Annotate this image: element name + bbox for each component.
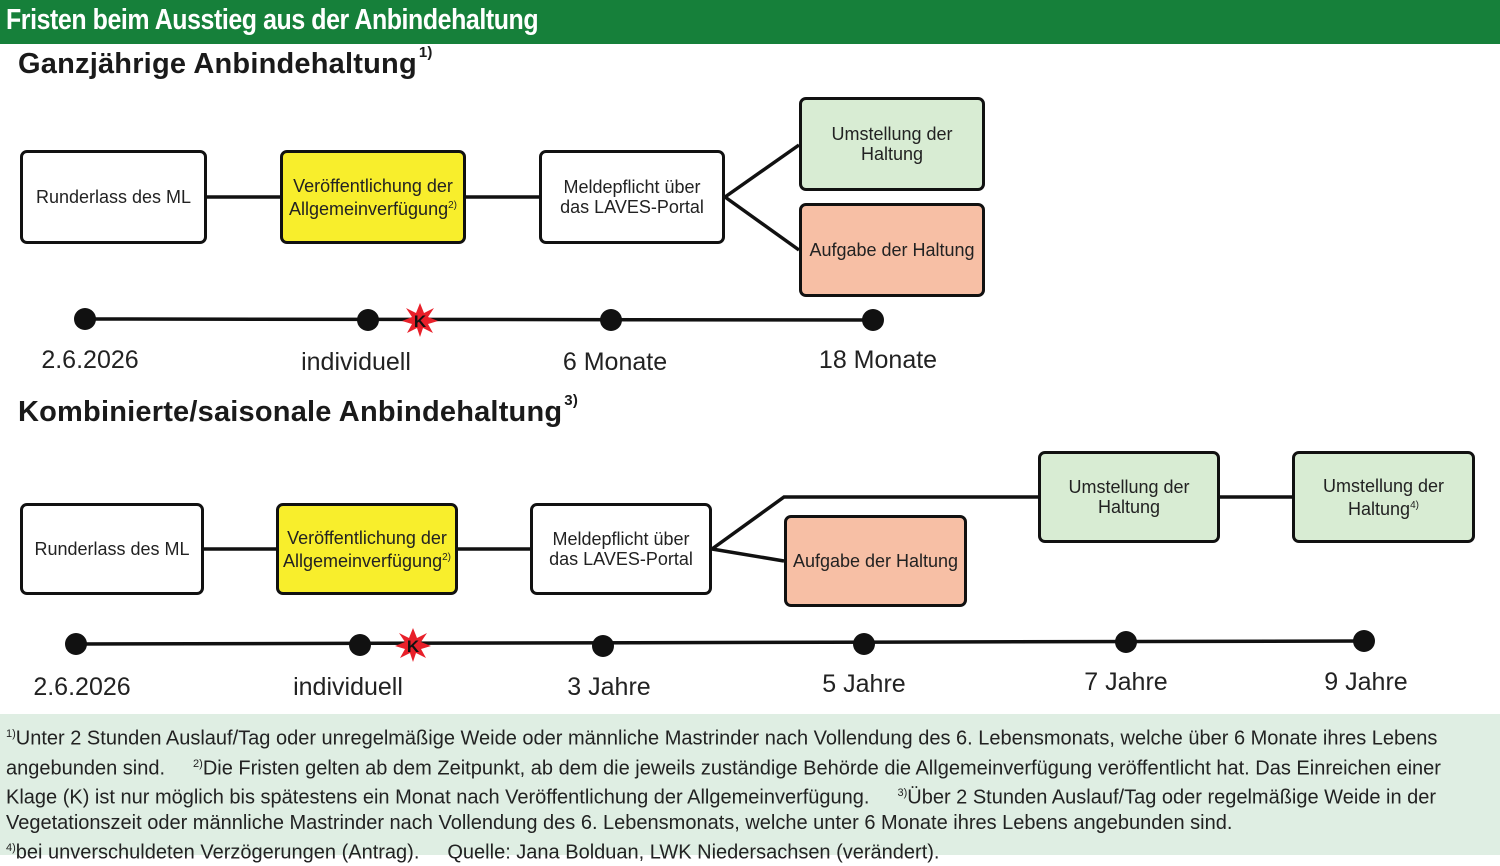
s2-umst2-line1: Umstellung der: [1322, 475, 1445, 496]
timeline-2-dot-4: [853, 633, 875, 655]
s2-tick-6: 9 Jahre: [1324, 668, 1408, 696]
timeline-2-dot-1: [65, 633, 87, 655]
connector-1d: [723, 195, 801, 252]
s1-box-runderlass: Runderlass des ML: [20, 150, 207, 244]
s1-melde-line1: Meldepflicht über: [563, 177, 701, 197]
s2-box-runderlass-label: Runderlass des ML: [34, 539, 190, 559]
footnote-1: Unter 2 Stunden Auslauf/Tag oder unregel…: [6, 727, 1438, 780]
s1-veroeff-line1: Veröffentlichung der: [293, 175, 453, 196]
s1-tick-2: individuell: [301, 348, 411, 376]
timeline-1-dot-1: [74, 308, 96, 330]
header-banner: Fristen beim Ausstieg aus der Anbindehal…: [0, 0, 1500, 44]
s1-box-runderlass-label: Runderlass des ML: [35, 187, 192, 207]
section1-title-text: Ganzjährige Anbindehaltung: [18, 48, 417, 80]
footnote-1-mark: 1): [6, 728, 16, 740]
klage-marker-2-label: K: [407, 637, 420, 656]
connector-2d: [711, 547, 785, 563]
timeline-2-dot-5: [1115, 631, 1137, 653]
s1-box-aufgabe-label: Aufgabe der Haltung: [809, 240, 975, 260]
timeline-1-dot-4: [862, 309, 884, 331]
connector-2c: [710, 495, 1038, 551]
page-title: Fristen beim Ausstieg aus der Anbindehal…: [6, 4, 539, 36]
s2-tick-4: 5 Jahre: [822, 670, 906, 698]
s2-tick-1: 2.6.2026: [33, 673, 131, 701]
klage-marker-2: K: [395, 628, 431, 662]
timeline-2-dot-2: [349, 634, 371, 656]
s1-box-aufgabe: Aufgabe der Haltung: [799, 203, 985, 297]
s1-melde-line2: das LAVES-Portal: [560, 197, 704, 217]
s2-umst1-line2: Haltung: [1097, 497, 1161, 517]
connector-1c: [723, 143, 801, 199]
s2-umst1-line1: Umstellung der: [1068, 477, 1190, 497]
s2-melde-line1: Meldepflicht über: [552, 529, 690, 549]
timeline-2-axis: [75, 639, 1365, 646]
footnotes-text: 1)Unter 2 Stunden Auslauf/Tag oder unreg…: [6, 722, 1494, 866]
timeline-2-dot-6: [1353, 630, 1375, 652]
timeline-2-dot-3: [592, 635, 614, 657]
footnotes-panel: 1)Unter 2 Stunden Auslauf/Tag oder unreg…: [0, 714, 1500, 864]
timeline-1-dot-2: [357, 309, 379, 331]
s1-tick-1: 2.6.2026: [41, 346, 139, 374]
s2-veroeff-line1: Veröffentlichung der: [287, 527, 447, 548]
s2-veroeff-footnote: 2): [442, 551, 451, 563]
timeline-1-dot-3: [600, 309, 622, 331]
klage-marker-1: K: [402, 303, 438, 337]
s2-veroeff-line2: Allgemeinverfügung: [282, 550, 443, 571]
s2-umst2-line2: Haltung: [1348, 498, 1411, 519]
s1-tick-3: 6 Monate: [562, 348, 668, 376]
timeline-1-axis: [84, 317, 874, 322]
footnote-4: bei unverschuldeten Verzögerungen (Antra…: [15, 841, 420, 864]
s1-veroeff-line2: Allgemeinverfügung: [288, 198, 449, 219]
section2-title-footnote: 3): [564, 392, 579, 409]
s1-umst-line2: Haltung: [860, 144, 924, 164]
s2-box-aufgabe: Aufgabe der Haltung: [784, 515, 967, 607]
source-credit: Quelle: Jana Bolduan, LWK Niedersachsen …: [447, 841, 940, 864]
s1-tick-4: 18 Monate: [818, 346, 938, 374]
footnote-2-mark: 2): [193, 757, 203, 770]
footnote-2: Die Fristen gelten ab dem Zeitpunkt, ab …: [6, 757, 1441, 809]
s2-tick-3: 3 Jahre: [567, 673, 651, 701]
footnote-3-mark: 3): [897, 787, 908, 800]
footnote-3: Über 2 Stunden Auslauf/Tag oder regelmäß…: [6, 786, 1437, 834]
s1-veroeff-footnote: 2): [448, 199, 457, 211]
klage-marker-1-label: K: [414, 312, 427, 331]
s2-melde-line2: das LAVES-Portal: [549, 549, 693, 569]
s2-tick-5: 7 Jahre: [1084, 668, 1168, 696]
section1-title-footnote: 1): [418, 44, 433, 61]
s2-umst2-footnote: 4): [1410, 499, 1419, 511]
section2-title-text: Kombinierte/saisonale Anbindehaltung: [18, 396, 563, 428]
s1-umst-line1: Umstellung der: [831, 124, 953, 144]
s2-box-aufgabe-label: Aufgabe der Haltung: [792, 551, 959, 571]
s2-box-runderlass: Runderlass des ML: [20, 503, 204, 595]
s2-tick-2: individuell: [293, 673, 403, 701]
footnote-4-mark: 4): [6, 841, 16, 854]
